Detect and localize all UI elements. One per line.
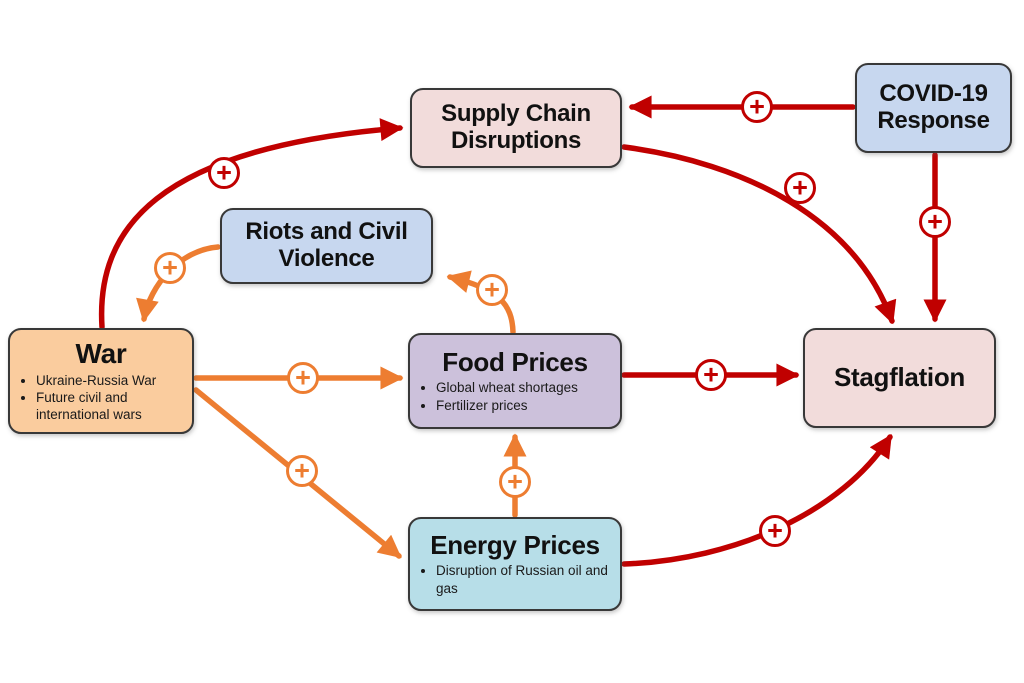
- edge-energy-food-sign-badge: +: [499, 466, 531, 498]
- edge-covid-stagflation-sign-badge: +: [919, 206, 951, 238]
- node-title: COVID-19 Response: [877, 80, 990, 134]
- node-supply: Supply Chain Disruptions: [410, 88, 622, 168]
- plus-circle-icon: [476, 274, 508, 306]
- edge-energy-stagflation-sign-badge: +: [759, 515, 791, 547]
- plus-sign: +: [216, 158, 232, 188]
- node-food: Food Prices Global wheat shortagesFertil…: [408, 333, 622, 429]
- node-bullets: Disruption of Russian oil and gas: [418, 562, 612, 597]
- edge-war-food-sign-badge: +: [287, 362, 319, 394]
- node-riots: Riots and Civil Violence: [220, 208, 433, 284]
- plus-circle-icon: [759, 515, 791, 547]
- plus-circle-icon: [286, 455, 318, 487]
- node-title: War: [75, 338, 127, 370]
- node-title: Food Prices: [442, 347, 588, 378]
- node-bullet: Disruption of Russian oil and gas: [436, 562, 612, 597]
- plus-circle-icon: [287, 362, 319, 394]
- plus-sign: +: [703, 360, 719, 390]
- node-stagflation: Stagflation: [803, 328, 996, 428]
- edge-supply-stagflation-sign-badge: +: [784, 172, 816, 204]
- node-bullet: Ukraine-Russia War: [36, 372, 184, 389]
- plus-circle-icon: [784, 172, 816, 204]
- plus-circle-icon: [208, 157, 240, 189]
- node-bullets: Global wheat shortagesFertilizer prices: [418, 379, 612, 414]
- edge-riots-war-sign-badge: +: [154, 252, 186, 284]
- plus-sign: +: [927, 207, 943, 237]
- edge-food-stagflation-sign-badge: +: [695, 359, 727, 391]
- node-war: War Ukraine-Russia WarFuture civil and i…: [8, 328, 194, 434]
- plus-sign: +: [484, 275, 500, 305]
- plus-sign: +: [507, 467, 523, 497]
- plus-circle-icon: [499, 466, 531, 498]
- plus-sign: +: [792, 173, 808, 203]
- plus-circle-icon: [154, 252, 186, 284]
- node-title: Energy Prices: [430, 530, 600, 561]
- plus-circle-icon: [695, 359, 727, 391]
- plus-circle-icon: [741, 91, 773, 123]
- node-energy: Energy Prices Disruption of Russian oil …: [408, 517, 622, 611]
- node-title: Stagflation: [833, 362, 966, 393]
- plus-sign: +: [162, 253, 178, 283]
- node-title: Riots and Civil Violence: [245, 218, 408, 272]
- edge-war-energy-sign-badge: +: [286, 455, 318, 487]
- plus-circle-icon: [919, 206, 951, 238]
- edge-covid-supply-sign-badge: +: [741, 91, 773, 123]
- node-bullet: Global wheat shortages: [436, 379, 612, 396]
- node-bullet: Fertilizer prices: [436, 397, 612, 414]
- plus-sign: +: [767, 516, 783, 546]
- plus-sign: +: [295, 363, 311, 393]
- edge-supply-stagflation-arrow: [621, 144, 897, 325]
- node-bullets: Ukraine-Russia WarFuture civil and inter…: [18, 372, 184, 424]
- edge-war-supply-arrow: [98, 118, 404, 330]
- plus-sign: +: [294, 456, 310, 486]
- edge-war-supply-sign-badge: +: [208, 157, 240, 189]
- edge-food-riots-sign-badge: +: [476, 274, 508, 306]
- node-bullet: Future civil and international wars: [36, 389, 184, 424]
- edge-energy-stagflation-arrow: [621, 434, 893, 567]
- plus-sign: +: [749, 92, 765, 122]
- node-title: Supply Chain Disruptions: [441, 100, 591, 154]
- node-covid: COVID-19 Response: [855, 63, 1012, 153]
